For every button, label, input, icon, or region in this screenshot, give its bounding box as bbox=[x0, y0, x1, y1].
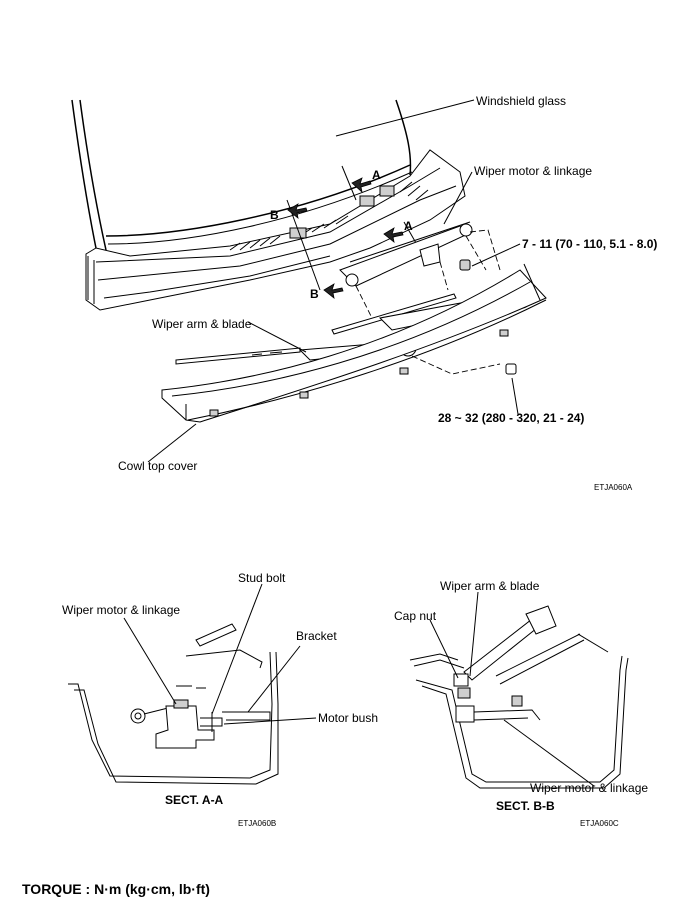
section-bb-view: Wiper arm & blade Cap nut Wiper motor & … bbox=[394, 579, 648, 828]
wiper-motor-linkage-drawing bbox=[339, 221, 501, 319]
bb-wiper-arm-blade-label: Wiper arm & blade bbox=[440, 579, 540, 593]
torque-unit-note: TORQUE : N·m (kg·cm, lb·ft) bbox=[22, 881, 210, 897]
aa-figure-code: ETJA060B bbox=[238, 819, 276, 828]
cowl-panel-drawing bbox=[85, 149, 466, 311]
motor-bush-label: Motor bush bbox=[318, 711, 378, 725]
cowl-top-cover-drawing bbox=[161, 263, 547, 423]
section-b-lower-marker: B bbox=[310, 283, 344, 301]
windshield-glass-label: Windshield glass bbox=[476, 94, 566, 108]
aa-wiper-motor-linkage-label: Wiper motor & linkage bbox=[62, 603, 180, 617]
stud-bolt-label: Stud bolt bbox=[238, 571, 286, 585]
bb-figure-code: ETJA060C bbox=[580, 819, 619, 828]
cowl-top-cover-label: Cowl top cover bbox=[118, 459, 197, 473]
bracket-label: Bracket bbox=[296, 629, 337, 643]
section-a-upper-marker: A bbox=[341, 165, 381, 201]
wiper-arm-blade-label: Wiper arm & blade bbox=[152, 317, 252, 331]
main-figure-code: ETJA060A bbox=[594, 483, 633, 492]
section-aa-view: Stud bolt Wiper motor & linkage Bracket … bbox=[62, 571, 378, 828]
bb-wiper-motor-linkage-label: Wiper motor & linkage bbox=[530, 781, 648, 795]
motor-torque-spec: 7 - 11 (70 - 110, 5.1 - 8.0) bbox=[522, 237, 657, 251]
section-a-upper-label: A bbox=[372, 168, 381, 182]
main-leader-lines bbox=[147, 99, 521, 463]
section-b-upper-marker: B bbox=[270, 199, 321, 291]
section-a-lower-label: A bbox=[404, 219, 413, 233]
section-b-lower-label: B bbox=[310, 287, 319, 301]
main-exploded-view: A A B B bbox=[71, 94, 657, 492]
section-bb-title: SECT. B-B bbox=[496, 799, 555, 813]
section-b-upper-label: B bbox=[270, 208, 279, 222]
arm-torque-spec: 28 ~ 32 (280 - 320, 21 - 24) bbox=[438, 411, 584, 425]
section-aa-title: SECT. A-A bbox=[165, 793, 224, 807]
cap-nut-label: Cap nut bbox=[394, 609, 437, 623]
wiper-motor-linkage-label: Wiper motor & linkage bbox=[474, 164, 592, 178]
